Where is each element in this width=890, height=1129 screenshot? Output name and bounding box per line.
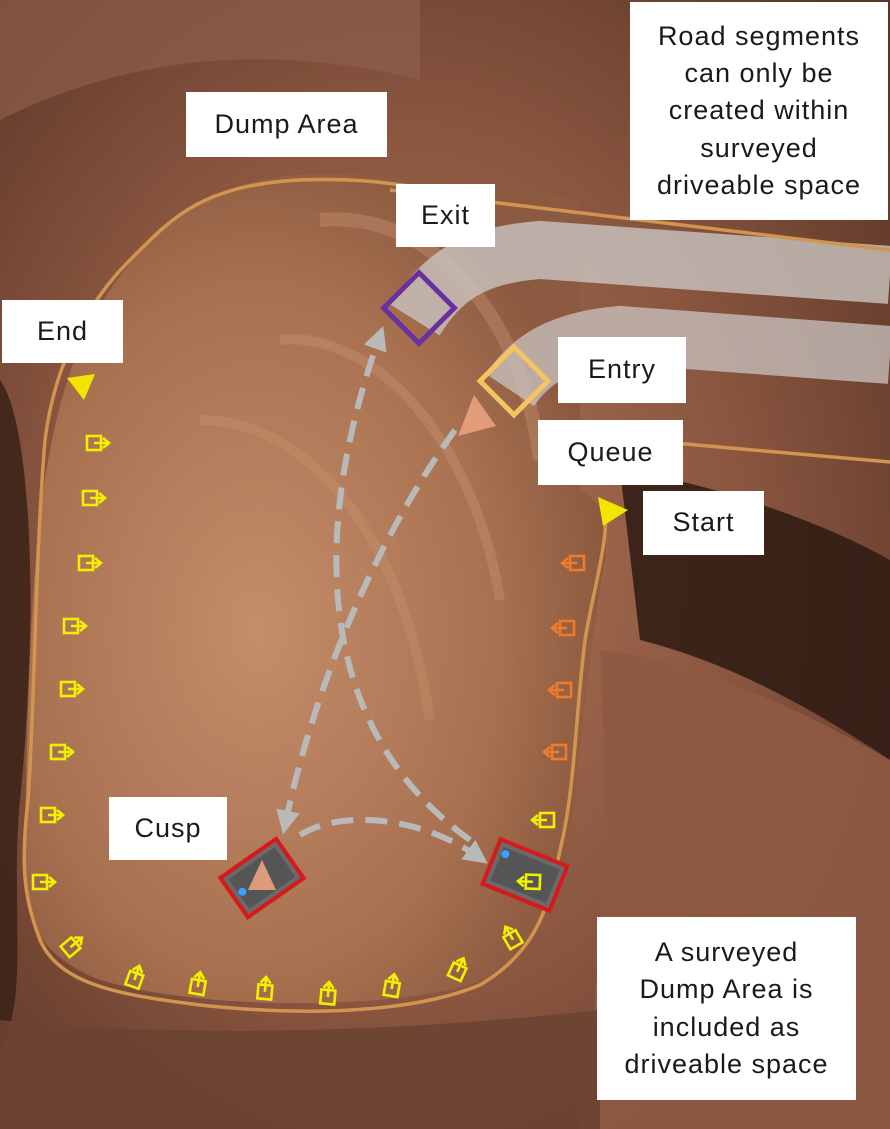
end-triangle-flag-icon <box>67 374 95 400</box>
terrain-bottom <box>0 1010 600 1129</box>
entry-direction-triangle-icon <box>458 395 496 436</box>
entry-diamond-waypoint-icon <box>476 343 552 419</box>
entry-road <box>485 305 890 407</box>
surveyed-dump-area-note: A surveyed Dump Area is included as driv… <box>597 917 856 1100</box>
surveyed-boundary-dump <box>22 177 608 1013</box>
path-dump-to-exit <box>333 325 472 843</box>
dump-area-pad <box>25 174 607 1004</box>
start-label: Start <box>643 491 764 555</box>
path-cusp-to-dump <box>298 816 488 864</box>
exit-diamond-waypoint-icon <box>380 269 458 347</box>
dump-area-label: Dump Area <box>186 92 387 157</box>
exit-road <box>390 220 890 336</box>
road-segments-note: Road segments can only be created within… <box>630 2 888 220</box>
start-triangle-flag-icon <box>598 497 628 526</box>
terrain-ridge <box>0 0 420 120</box>
exit-label: Exit <box>396 184 495 247</box>
end-label: End <box>2 300 123 363</box>
path-entry-to-cusp <box>276 428 458 835</box>
queue-label: Queue <box>538 420 683 485</box>
pad-texture-2 <box>279 334 505 601</box>
dump-haul-truck-icon <box>480 836 570 914</box>
terrain-shadow-left <box>0 380 31 1050</box>
cusp-label: Cusp <box>109 797 227 860</box>
entry-label: Entry <box>558 337 686 403</box>
cusp-haul-truck-icon <box>217 836 307 920</box>
